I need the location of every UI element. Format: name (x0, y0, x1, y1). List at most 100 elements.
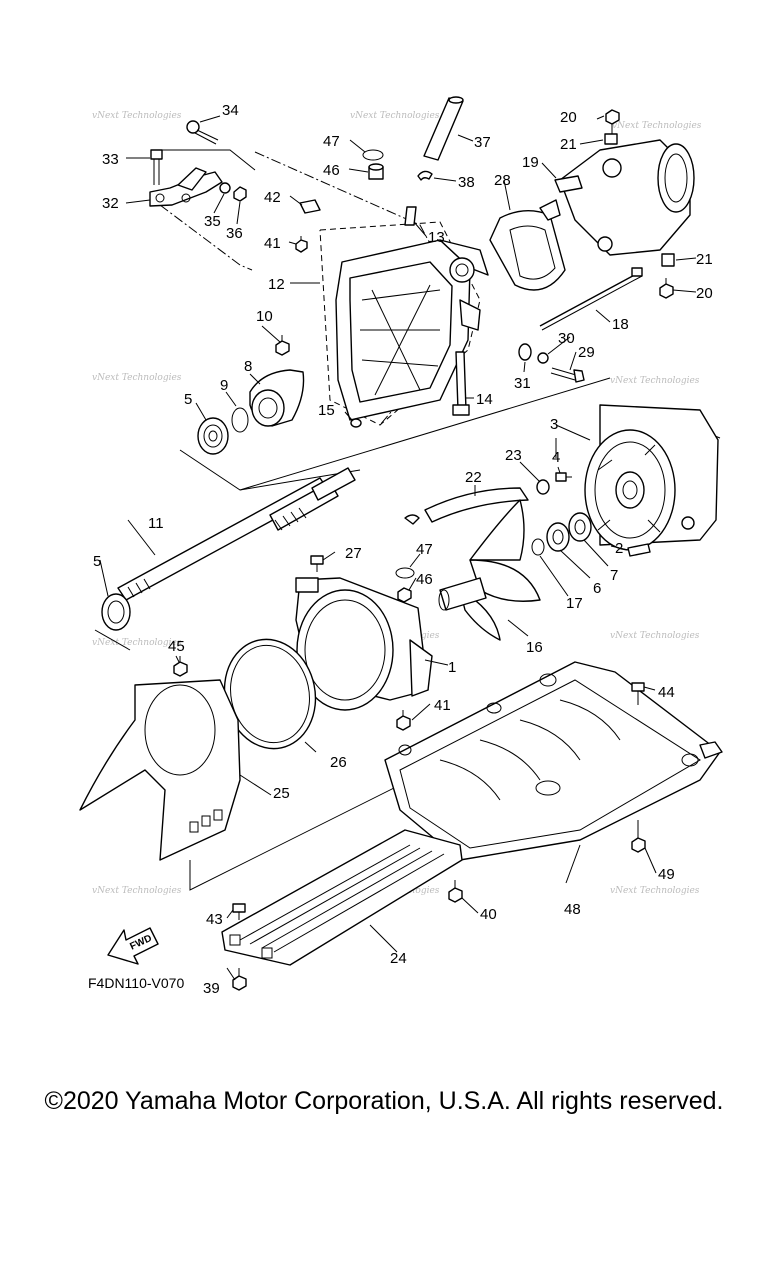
pin-15 (350, 418, 362, 428)
collar-46 (368, 163, 384, 180)
plate-25 (79, 679, 241, 861)
callout-28: 28 (494, 172, 511, 189)
bolt-39 (232, 968, 247, 991)
bolt-10 (275, 335, 290, 356)
callout-38: 38 (458, 174, 475, 191)
bolt-20-top (605, 109, 620, 134)
callout-23: 23 (505, 447, 522, 464)
callout-9: 9 (220, 377, 228, 394)
callout-43: 43 (206, 911, 223, 928)
washer-35 (219, 182, 231, 194)
pump-housing-3 (584, 404, 719, 551)
callout-13: 13 (428, 229, 445, 246)
band-28 (489, 199, 566, 291)
nut-36 (233, 186, 247, 202)
callout-30: 30 (558, 330, 575, 347)
callout-48: 48 (564, 901, 581, 918)
watermark: vNext Technologies (92, 638, 182, 648)
clip-38 (417, 170, 433, 181)
washer-17 (531, 538, 545, 556)
watermark: vNext Technologies (610, 631, 700, 641)
tube-37 (423, 96, 464, 161)
callout-36: 36 (226, 225, 243, 242)
bolt-41-lower (396, 710, 411, 731)
hose-22 (424, 487, 529, 523)
callout-11: 11 (148, 515, 164, 532)
callout-34: 34 (222, 102, 239, 119)
ring-26 (223, 638, 317, 750)
collar-6 (546, 522, 570, 552)
callout-37: 37 (474, 134, 491, 151)
callout-12: 12 (268, 276, 285, 293)
exploded-parts-diagram: vNext Technologies vNext Technologies vN… (79, 96, 723, 997)
collar-21-top (604, 133, 618, 145)
bolt-14 (452, 351, 470, 416)
copyright-notice: ©2020 Yamaha Motor Corporation, U.S.A. A… (44, 1087, 724, 1115)
watermark: vNext Technologies (610, 886, 700, 896)
callout-31: 31 (514, 375, 531, 392)
bolt-33 (150, 149, 163, 185)
callouts: 1 2 3 4 5 5 6 7 8 9 10 11 12 13 14 15 16… (93, 102, 713, 997)
callout-42: 42 (264, 189, 281, 206)
callout-27: 27 (345, 545, 362, 562)
housing-1 (295, 577, 433, 711)
callout-4: 4 (552, 449, 560, 466)
o-ring-9 (231, 407, 249, 433)
callout-6: 6 (593, 580, 601, 597)
collar-21-bottom (661, 253, 675, 267)
callout-20-bottom: 20 (696, 285, 713, 302)
callout-15: 15 (318, 402, 335, 419)
callout-3: 3 (550, 416, 558, 433)
bolt-20-bottom (659, 278, 674, 299)
callout-24: 24 (390, 950, 407, 967)
callout-47-upper: 47 (323, 133, 340, 150)
cap-23 (536, 479, 550, 495)
callout-7: 7 (610, 567, 618, 584)
washer-30 (537, 352, 549, 364)
callout-47-lower: 47 (416, 541, 433, 558)
nut-46-lower (397, 587, 412, 603)
bolt-43 (232, 903, 246, 920)
bearing-housing-8 (249, 369, 305, 427)
bracket-32 (149, 167, 223, 207)
callout-16: 16 (526, 639, 543, 656)
bolt-40 (448, 880, 463, 903)
o-ring-47 (362, 149, 384, 161)
callout-41-lower: 41 (434, 697, 451, 714)
bearing-5-upper (197, 417, 229, 455)
pin-13 (404, 206, 417, 226)
callout-2: 2 (615, 540, 623, 557)
watermark: vNext Technologies (92, 373, 182, 383)
callout-49: 49 (658, 866, 675, 883)
bolt-45 (173, 656, 188, 677)
callout-17: 17 (566, 595, 583, 612)
bolt-29 (550, 367, 585, 383)
callout-22: 22 (465, 469, 482, 486)
watermark: vNext Technologies (610, 376, 700, 386)
callout-14: 14 (476, 391, 493, 408)
drawing-code: F4DN110-V070 (88, 975, 185, 991)
nozzle-housing-12 (335, 239, 489, 421)
watermark: vNext Technologies (92, 111, 182, 121)
bush-31 (518, 343, 532, 361)
pin-2 (627, 543, 651, 557)
callout-40: 40 (480, 906, 497, 923)
callout-41-upper: 41 (264, 235, 281, 252)
plate-42 (299, 199, 321, 214)
callout-18: 18 (612, 316, 629, 333)
bolt-49 (631, 820, 646, 853)
callout-46-upper: 46 (323, 162, 340, 179)
callout-39: 39 (203, 980, 220, 997)
callout-33: 33 (102, 151, 119, 168)
watermark: vNext Technologies (92, 886, 182, 896)
bolt-34 (186, 120, 219, 145)
drive-shaft-11 (117, 467, 356, 601)
callout-10: 10 (256, 308, 273, 325)
callout-1: 1 (448, 659, 456, 676)
callout-44: 44 (658, 684, 675, 701)
bolt-41 (295, 236, 308, 253)
nozzle-19 (554, 139, 695, 256)
callout-21-top: 21 (560, 136, 577, 153)
bolt-4 (555, 472, 572, 482)
